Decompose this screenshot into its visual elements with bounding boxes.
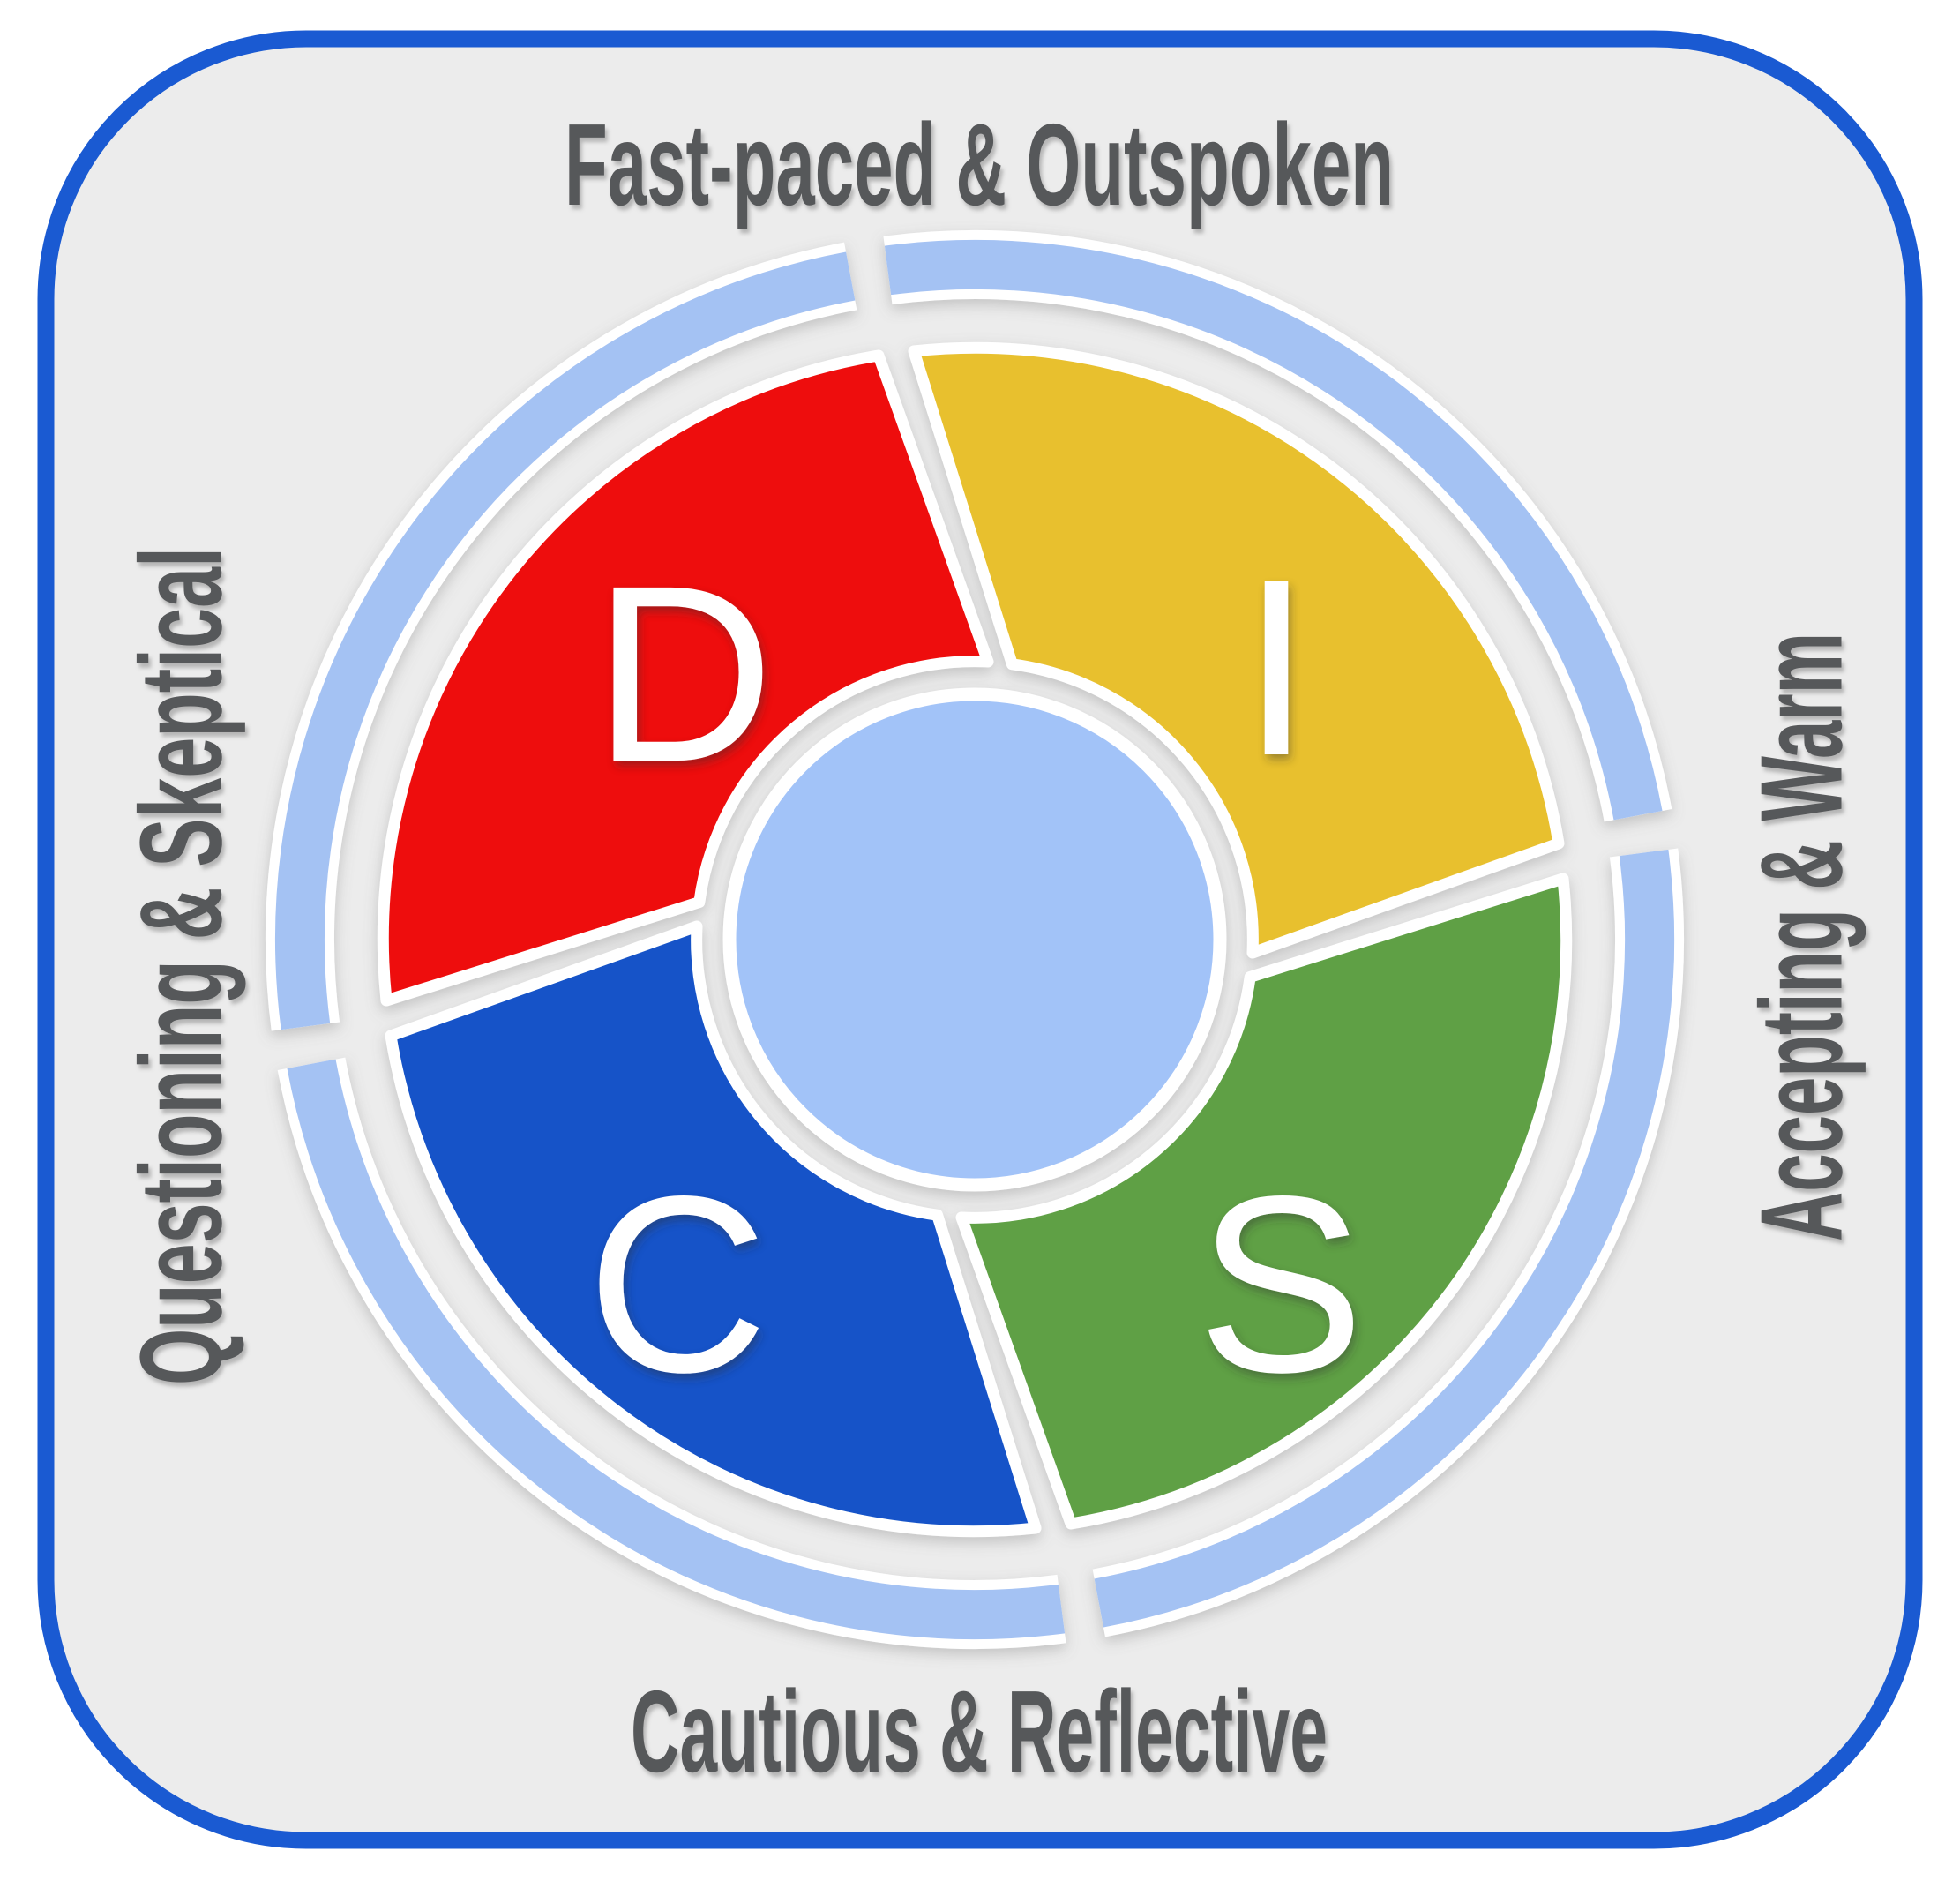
letter-i: I (1241, 528, 1311, 808)
axis-labels: Fast-paced & Outspoken Cautious & Reflec… (116, 100, 1866, 1796)
hub-circle (722, 687, 1227, 1192)
label-bottom: Cautious & Reflective (631, 1667, 1328, 1796)
label-left: Questioning & Skeptical (116, 547, 246, 1385)
label-right: Accepting & Warm (1737, 633, 1866, 1241)
disc-wheel (300, 265, 1650, 1615)
letter-d: D (593, 534, 774, 814)
letter-c: C (587, 1144, 768, 1425)
label-top: Fast-paced & Outspoken (565, 100, 1394, 229)
quadrant-letters: D I S C (587, 528, 1365, 1425)
letter-s: S (1197, 1144, 1365, 1425)
